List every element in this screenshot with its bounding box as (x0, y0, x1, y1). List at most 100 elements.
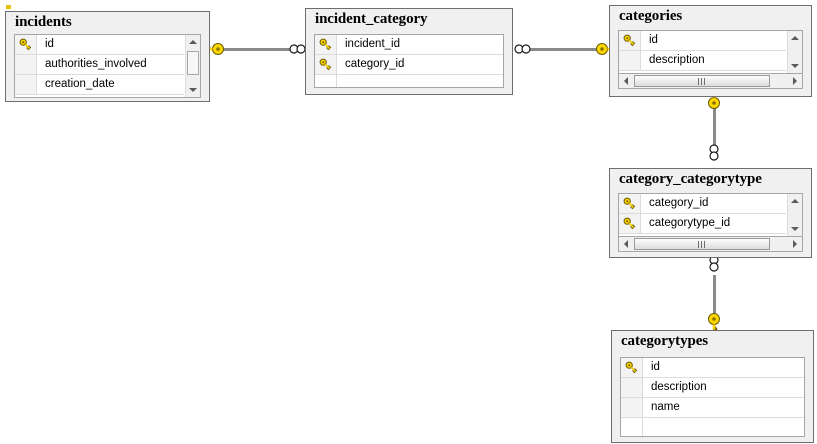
entity-categorytypes[interactable]: categorytypes id descr (611, 330, 814, 443)
selection-handle[interactable] (6, 5, 11, 9)
column-row[interactable]: incident_id (315, 35, 503, 55)
column-row[interactable]: id (15, 35, 184, 55)
column-name: creation_date (45, 78, 115, 90)
column-grid-category-categorytype[interactable]: category_id categorytype_id (618, 193, 803, 237)
column-name: category_id (345, 58, 405, 70)
row-gutter (621, 398, 643, 417)
entity-incident-category[interactable]: incident_category incident_id (305, 8, 513, 95)
empty-row (621, 418, 804, 436)
arrow-down-icon (791, 64, 799, 68)
arrow-down-icon (189, 88, 197, 92)
arrow-right-icon (793, 240, 797, 248)
column-name: id (649, 34, 658, 46)
grip-icon (697, 77, 707, 85)
primary-key-icon (19, 38, 32, 51)
scroll-down-button[interactable] (788, 222, 802, 236)
arrow-left-icon (624, 77, 628, 85)
primary-key-icon (319, 58, 332, 71)
entity-title-incidents: incidents (15, 14, 72, 30)
relationship-incident-category-categories[interactable] (508, 40, 616, 58)
scroll-left-button[interactable] (619, 237, 633, 251)
scroll-up-button[interactable] (788, 194, 802, 208)
column-row[interactable]: name (621, 398, 804, 418)
many-endpoint-icon (709, 144, 719, 161)
many-endpoint-icon (709, 255, 719, 272)
arrow-up-icon (791, 199, 799, 203)
column-row[interactable]: id (619, 31, 786, 51)
column-row[interactable]: categorytype_id (619, 214, 786, 234)
key-endpoint-icon (708, 313, 720, 331)
row-gutter (15, 55, 37, 74)
row-gutter (315, 35, 337, 54)
entity-title-categorytypes: categorytypes (621, 333, 709, 349)
row-gutter (619, 194, 641, 213)
primary-key-icon (623, 197, 636, 210)
column-row[interactable]: authorities_involved (15, 55, 184, 75)
scroll-up-button[interactable] (788, 31, 802, 45)
column-name: authorities_involved (45, 58, 147, 70)
column-row[interactable]: category_id (619, 194, 786, 214)
entity-categories[interactable]: categories id descript (609, 5, 812, 97)
scroll-right-button[interactable] (788, 237, 802, 251)
column-row[interactable]: category_id (315, 55, 503, 75)
entity-category-categorytype[interactable]: category_categorytype category_id (609, 168, 812, 258)
arrow-right-icon (793, 77, 797, 85)
column-row[interactable]: description (619, 51, 786, 71)
row-gutter (315, 75, 337, 87)
column-grid-incidents[interactable]: id authorities_involved creation_date (14, 34, 201, 98)
column-name: description (649, 54, 705, 66)
scroll-down-button[interactable] (186, 83, 200, 97)
column-name: name (651, 401, 680, 413)
row-gutter (619, 31, 641, 50)
arrow-up-icon (189, 40, 197, 44)
primary-key-icon (623, 34, 636, 47)
key-endpoint-icon (206, 43, 224, 55)
horizontal-scrollbar[interactable] (618, 237, 803, 252)
row-gutter (619, 214, 641, 233)
arrow-left-icon (624, 240, 628, 248)
relationship-incidents-incident-category[interactable] (206, 40, 310, 58)
column-name: id (651, 361, 660, 373)
column-name: id (45, 38, 54, 50)
row-gutter (621, 358, 643, 377)
column-name: category_id (649, 197, 709, 209)
relationship-categories-category-categorytype[interactable] (702, 91, 726, 173)
scroll-right-button[interactable] (788, 74, 802, 88)
entity-incidents[interactable]: incidents id authoriti (5, 11, 210, 102)
row-gutter (15, 35, 37, 54)
many-endpoint-icon (289, 44, 306, 54)
row-gutter (619, 51, 641, 70)
scroll-up-button[interactable] (186, 35, 200, 49)
column-row[interactable]: id (621, 358, 804, 378)
column-row[interactable]: description (621, 378, 804, 398)
row-gutter (621, 378, 643, 397)
scrollbar-thumb[interactable] (634, 75, 770, 87)
scrollbar-thumb[interactable] (634, 238, 770, 250)
relationship-category-categorytype-categorytypes[interactable] (702, 253, 726, 338)
column-grid-incident-category[interactable]: incident_id category_id (314, 34, 504, 88)
row-gutter (315, 55, 337, 74)
entity-title-categories: categories (619, 8, 683, 24)
row-gutter (15, 75, 37, 94)
column-name: description (651, 381, 707, 393)
column-grid-categorytypes[interactable]: id description name (620, 357, 805, 437)
grip-icon (697, 240, 707, 248)
vertical-scrollbar[interactable] (787, 194, 802, 236)
scroll-left-button[interactable] (619, 74, 633, 88)
entity-title-incident-category: incident_category (315, 11, 428, 27)
vertical-scrollbar[interactable] (185, 35, 200, 97)
primary-key-icon (623, 217, 636, 230)
vertical-scrollbar[interactable] (787, 31, 802, 73)
column-name: incident_id (345, 38, 400, 50)
column-grid-categories[interactable]: id description (618, 30, 803, 74)
row-gutter (621, 418, 643, 436)
column-name: categorytype_id (649, 217, 731, 229)
column-row[interactable]: creation_date (15, 75, 184, 95)
horizontal-scrollbar[interactable] (618, 74, 803, 89)
many-endpoint-icon (514, 44, 531, 54)
scroll-down-button[interactable] (788, 59, 802, 73)
arrow-up-icon (791, 36, 799, 40)
primary-key-icon (625, 361, 638, 374)
scrollbar-thumb[interactable] (187, 51, 199, 75)
